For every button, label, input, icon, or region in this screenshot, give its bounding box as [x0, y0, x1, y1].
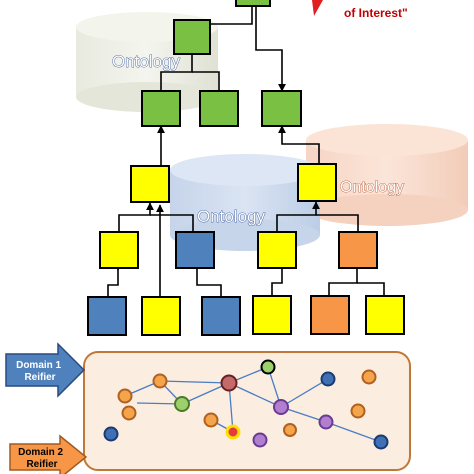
graph-node	[121, 405, 137, 421]
domain2-reifier-label: Domain 2 Reifier	[18, 447, 66, 470]
graph-node	[373, 434, 389, 450]
domain1-reifier-label: Domain 1 Reifier	[16, 360, 64, 383]
ontology-label-middle: Ontology	[197, 207, 266, 226]
concept-node-yellow	[365, 295, 405, 335]
concept-node-orange	[310, 295, 350, 335]
graph-node-highlighted	[225, 424, 241, 440]
concept-node-blue	[201, 296, 241, 336]
domain1-reifier-arrow: Domain 1 Reifier	[5, 342, 86, 398]
concept-node-yellow	[99, 231, 139, 269]
concept-node-blue	[87, 296, 127, 336]
ontology-cylinder-right	[306, 124, 468, 226]
concept-node-yellow	[130, 165, 170, 203]
graph-node	[103, 426, 119, 442]
ontology-cylinder-middle	[170, 154, 320, 251]
concept-node-yellow	[257, 231, 297, 269]
domain2-reifier-arrow: Domain 2 Reifier	[9, 434, 88, 474]
graph-node	[220, 374, 238, 392]
red-pointer-icon	[312, 0, 323, 16]
concept-node-yellow	[141, 296, 181, 336]
graph-node	[260, 359, 276, 375]
concept-node-root	[235, 0, 271, 7]
concept-node-green	[261, 90, 302, 127]
graph-node	[318, 414, 334, 430]
concept-node-green	[173, 19, 211, 55]
graph-node	[203, 412, 219, 428]
graph-node	[152, 373, 168, 389]
concept-node-green	[141, 90, 181, 127]
concept-node-blue	[175, 231, 215, 269]
concept-node-yellow	[297, 163, 337, 202]
concept-node-orange	[338, 231, 378, 269]
graph-node	[174, 396, 190, 412]
graph-node	[283, 423, 297, 437]
graph-node	[273, 399, 289, 415]
graph-node	[361, 369, 377, 385]
graph-node	[252, 432, 268, 448]
graph-node	[350, 403, 366, 419]
graph-node	[320, 371, 336, 387]
ontology-label-right: Ontology	[340, 179, 404, 196]
concept-node-yellow	[252, 295, 292, 335]
interest-label: of Interest"	[344, 6, 408, 20]
graph-nodes	[103, 359, 389, 450]
concept-node-green	[199, 90, 239, 127]
ontology-label-top: Ontology	[112, 52, 181, 71]
graph-node	[117, 388, 133, 404]
